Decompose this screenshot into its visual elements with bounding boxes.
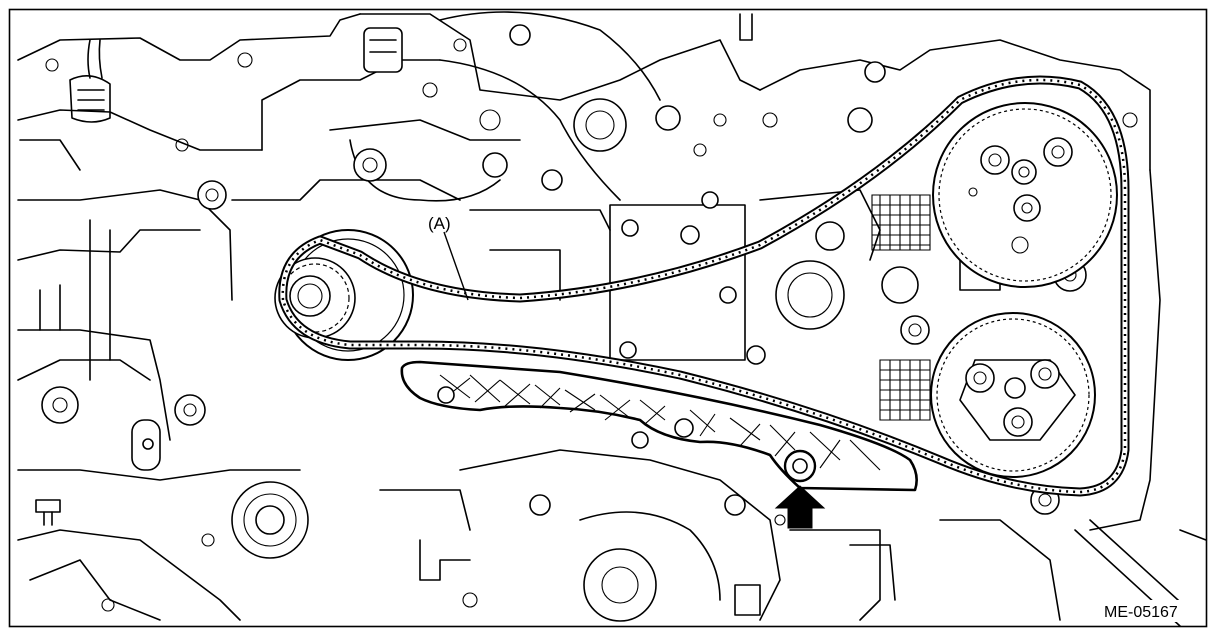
engine-block-linework	[17, 11, 1207, 627]
callout-label-a: (A)	[428, 214, 451, 233]
arrow-up-icon	[774, 485, 826, 529]
lower-cam-sprocket	[930, 312, 1096, 478]
timing-chain	[278, 75, 1130, 497]
figure-id-backdrop	[1098, 600, 1202, 622]
callout-leader	[443, 231, 469, 301]
guide-bolt	[783, 449, 817, 483]
upper-cam-sprocket	[932, 102, 1118, 288]
figure-id: ME-05167	[1104, 604, 1178, 621]
